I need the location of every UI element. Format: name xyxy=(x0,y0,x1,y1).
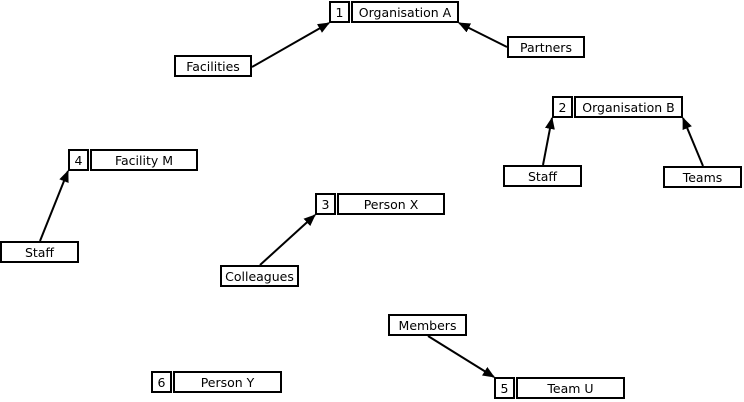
node-organisation-a[interactable]: 1 Organisation A xyxy=(329,1,459,23)
node-label: Facility M xyxy=(90,149,198,171)
node-person-x[interactable]: 3 Person X xyxy=(315,193,445,215)
node-label: Organisation A xyxy=(351,1,459,23)
node-number: 3 xyxy=(315,193,336,215)
node-label: Team U xyxy=(516,377,625,399)
edge-colleagues-to-person-x xyxy=(259,214,316,266)
node-number: 4 xyxy=(68,149,89,171)
relation-members[interactable]: Members xyxy=(388,314,467,336)
node-number: 2 xyxy=(552,96,573,118)
node-number: 6 xyxy=(151,371,172,393)
node-label: Person Y xyxy=(173,371,282,393)
node-person-y[interactable]: 6 Person Y xyxy=(151,371,282,393)
edge-partners-to-organisation-a xyxy=(458,22,508,48)
relation-staff-facility-m[interactable]: Staff xyxy=(0,241,79,263)
node-label: Organisation B xyxy=(574,96,683,118)
relation-facilities[interactable]: Facilities xyxy=(174,55,252,77)
edge-staff-to-facility-m xyxy=(39,170,69,242)
node-facility-m[interactable]: 4 Facility M xyxy=(68,149,198,171)
edge-members-to-team-u xyxy=(427,335,495,378)
node-team-u[interactable]: 5 Team U xyxy=(494,377,625,399)
node-label: Person X xyxy=(337,193,445,215)
edge-facilities-to-organisation-a xyxy=(251,22,330,68)
edge-staff-to-organisation-b xyxy=(542,117,555,166)
node-number: 1 xyxy=(329,1,350,23)
node-organisation-b[interactable]: 2 Organisation B xyxy=(552,96,683,118)
relation-partners[interactable]: Partners xyxy=(507,36,585,58)
relation-staff-organisation-b[interactable]: Staff xyxy=(503,165,582,187)
node-number: 5 xyxy=(494,377,515,399)
edge-teams-to-organisation-b xyxy=(682,117,704,167)
relation-teams[interactable]: Teams xyxy=(663,166,742,188)
relation-colleagues[interactable]: Colleagues xyxy=(220,265,299,287)
